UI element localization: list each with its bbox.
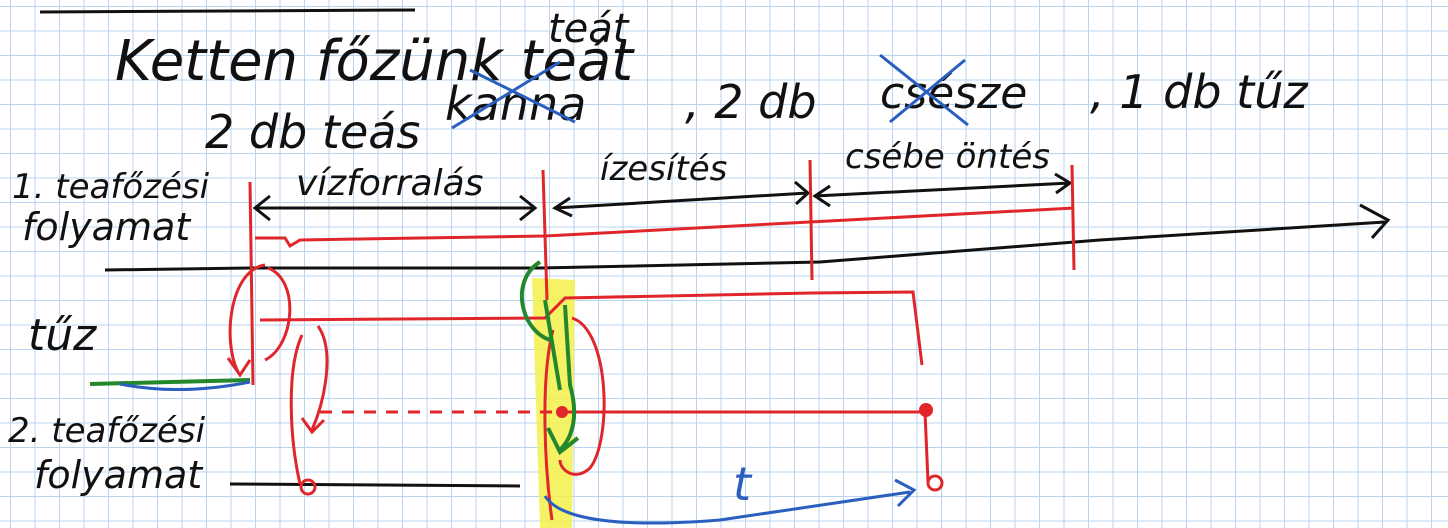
process2-start-dot	[299, 478, 317, 496]
process1-label-line1: 1. teafőzési	[12, 167, 210, 207]
fire-loop-start-head	[226, 357, 252, 378]
highlight-band	[532, 278, 575, 528]
pour-span-arrow	[812, 172, 1073, 208]
strike-csesze	[879, 53, 969, 127]
title-line1: Ketten főzünk teát	[115, 29, 635, 94]
flavor-span-arrow	[551, 180, 811, 218]
time-label: t	[733, 457, 753, 511]
title-insert-teat: teát	[548, 6, 630, 52]
process2-switch-dot	[556, 406, 568, 418]
phase-flavor-label: ízesítés	[600, 149, 727, 189]
title-line2-a: 2 db teás	[205, 105, 420, 159]
fire-occupancy-line	[259, 290, 924, 366]
process1-activity-line	[255, 206, 1075, 249]
phase-pour-label: csébe öntés	[845, 137, 1050, 177]
handoff-arrow-green	[520, 260, 577, 452]
process2-end-dot-open	[926, 474, 944, 492]
phase-boil-label: vízforralás	[296, 163, 483, 204]
handoff-arrow-green-head	[546, 427, 580, 456]
process2-end-dot-filled	[919, 403, 933, 417]
timeline-arrowhead	[1359, 203, 1391, 239]
handoff-loop-red	[558, 316, 606, 476]
divider-pour-end	[1070, 164, 1076, 271]
process2-label-line1: 2. teafőzési	[8, 411, 206, 451]
process2-label-line2: folyamat	[34, 453, 204, 497]
title-line2-c: , 1 db tűz	[1090, 65, 1308, 119]
fire-loop-start	[228, 263, 292, 373]
fire-timeline-green	[89, 378, 251, 386]
title-line2-struck: kanna	[445, 77, 586, 131]
fire-timeline-blue	[119, 380, 251, 391]
fire-to-process2-arrow-b	[300, 325, 329, 435]
time-arrow	[543, 490, 911, 525]
divider-flavor-end	[808, 159, 814, 281]
fire-to-process2-arrow-a	[289, 334, 304, 485]
time-arrow-head	[894, 478, 917, 508]
title-line2-b: , 2 db	[685, 75, 817, 129]
process1-label-line2: folyamat	[22, 205, 192, 249]
boil-span-arrow	[252, 194, 538, 222]
timeline-axis-process1	[104, 220, 1386, 272]
timeline-axis-process2	[229, 482, 521, 488]
strike-kanna	[451, 60, 576, 130]
divider-start	[248, 181, 255, 386]
fire-label: tűz	[28, 310, 97, 361]
top-rule-line	[39, 8, 416, 14]
